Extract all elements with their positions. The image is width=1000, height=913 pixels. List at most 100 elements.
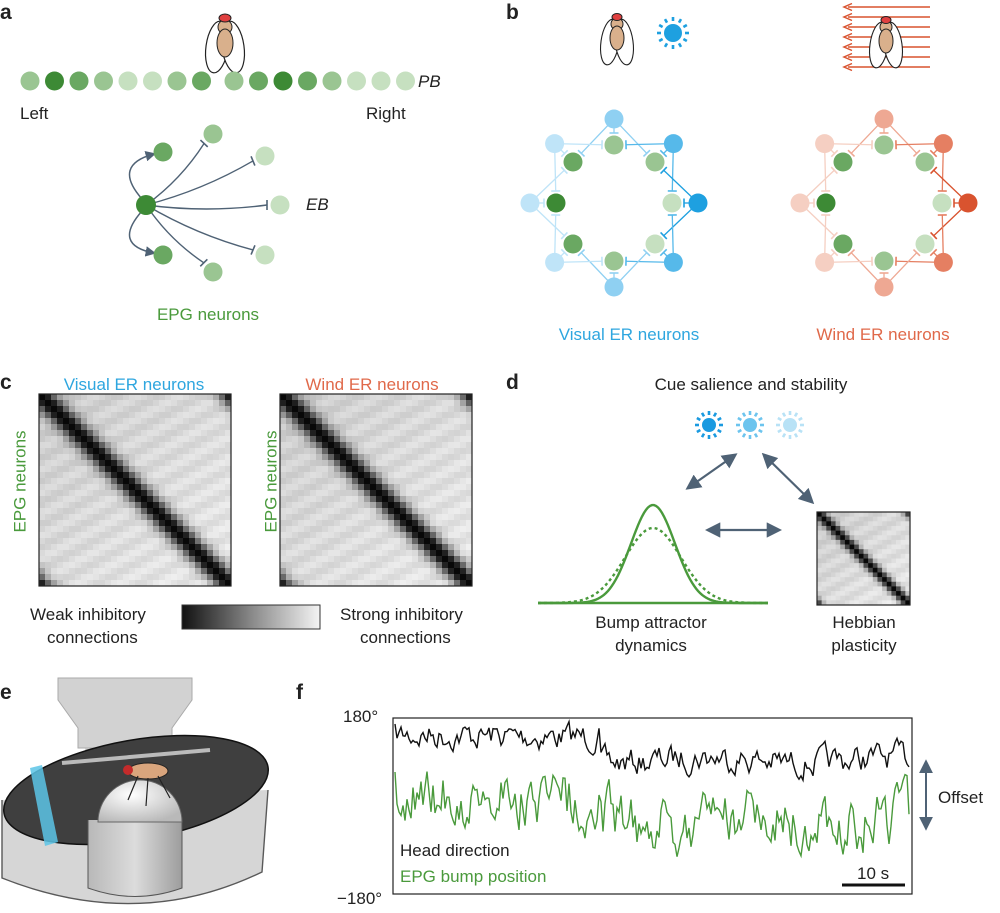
matrix-cell <box>346 508 353 515</box>
matrix-cell <box>286 550 293 557</box>
matrix-cell <box>81 484 88 491</box>
matrix-cell <box>352 478 359 485</box>
matrix-cell <box>81 568 88 575</box>
matrix-cell <box>286 394 293 401</box>
matrix-cell <box>81 550 88 557</box>
matrix-cell <box>225 406 232 413</box>
matrix-cell <box>334 418 341 425</box>
matrix-cell <box>219 490 226 497</box>
matrix-cell <box>382 508 389 515</box>
matrix-cell <box>99 532 106 539</box>
matrix-cell <box>316 508 323 515</box>
matrix-cell <box>123 508 130 515</box>
matrix-cell <box>45 574 52 581</box>
pb-neuron <box>371 71 391 91</box>
matrix-cell <box>358 466 365 473</box>
matrix-cell <box>346 424 353 431</box>
matrix-cell <box>863 567 869 573</box>
matrix-cell <box>201 436 208 443</box>
matrix-cell <box>298 520 305 527</box>
matrix-cell <box>304 574 311 581</box>
matrix-cell <box>207 574 214 581</box>
matrix-cell <box>99 550 106 557</box>
matrix-cell <box>316 580 323 587</box>
matrix-cell <box>352 460 359 467</box>
matrix-cell <box>207 490 214 497</box>
matrix-cell <box>57 466 64 473</box>
matrix-cell <box>141 532 148 539</box>
matrix-cell <box>905 530 911 536</box>
matrix-cell <box>460 556 467 563</box>
matrix-cell <box>840 512 846 517</box>
matrix-cell <box>418 580 425 587</box>
matrix-cell <box>195 442 202 449</box>
matrix-cell <box>171 526 178 533</box>
matrix-cell <box>165 532 172 539</box>
matrix-cell <box>87 514 94 521</box>
matrix-cell <box>877 586 883 592</box>
ring-epg-neuron <box>645 234 665 254</box>
matrix-cell <box>454 508 461 515</box>
matrix-cell <box>322 418 329 425</box>
matrix-cell <box>99 400 106 407</box>
matrix-cell <box>298 490 305 497</box>
matrix-cell <box>117 418 124 425</box>
matrix-cell <box>424 424 431 431</box>
matrix-cell <box>448 394 455 401</box>
matrix-cell <box>424 484 431 491</box>
matrix-cell <box>340 412 347 419</box>
matrix-cell <box>436 436 443 443</box>
matrix-cell <box>135 514 142 521</box>
matrix-cell <box>322 394 329 401</box>
matrix-cell <box>39 448 46 455</box>
matrix-cell <box>286 454 293 461</box>
matrix-cell <box>45 580 52 587</box>
matrix-cell <box>225 484 232 491</box>
matrix-cell <box>87 538 94 545</box>
matrix-cell <box>129 568 136 575</box>
matrix-cell <box>123 454 130 461</box>
matrix-cell <box>171 436 178 443</box>
matrix-cell <box>57 556 64 563</box>
sun-ray <box>712 412 718 417</box>
matrix-cell <box>430 472 437 479</box>
matrix-cell <box>376 538 383 545</box>
matrix-cell <box>45 400 52 407</box>
matrix-cell <box>177 466 184 473</box>
matrix-cell <box>75 514 82 521</box>
matrix-cell <box>370 580 377 587</box>
matrix-cell <box>219 484 226 491</box>
matrix-cell <box>201 478 208 485</box>
matrix-cell <box>376 514 383 521</box>
matrix-cell <box>376 562 383 569</box>
matrix-cell <box>81 526 88 533</box>
matrix-cell <box>147 580 154 587</box>
matrix-cell <box>817 567 822 573</box>
matrix-cell <box>863 521 869 527</box>
matrix-cell <box>826 553 832 559</box>
matrix-cell <box>87 580 94 587</box>
matrix-cell <box>858 512 864 517</box>
matrix-cell <box>382 502 389 509</box>
matrix-cell <box>213 472 220 479</box>
matrix-cell <box>406 538 413 545</box>
matrix-cell <box>340 538 347 545</box>
matrix-cell <box>280 412 287 419</box>
matrix-cell <box>81 424 88 431</box>
matrix-cell <box>466 574 473 581</box>
matrix-cell <box>886 539 892 545</box>
matrix-cell <box>298 472 305 479</box>
left-label: Left <box>20 104 49 123</box>
matrix-cell <box>51 472 58 479</box>
matrix-cell <box>364 448 371 455</box>
ring-er-neuron <box>663 252 683 272</box>
matrix-cell <box>412 394 419 401</box>
matrix-cell <box>896 525 901 531</box>
matrix-cell <box>105 394 112 401</box>
matrix-cell <box>400 418 407 425</box>
matrix-cell <box>400 442 407 449</box>
matrix-cell <box>364 580 371 587</box>
matrix-cell <box>854 563 860 569</box>
matrix-cell <box>905 581 911 587</box>
matrix-cell <box>882 530 888 536</box>
